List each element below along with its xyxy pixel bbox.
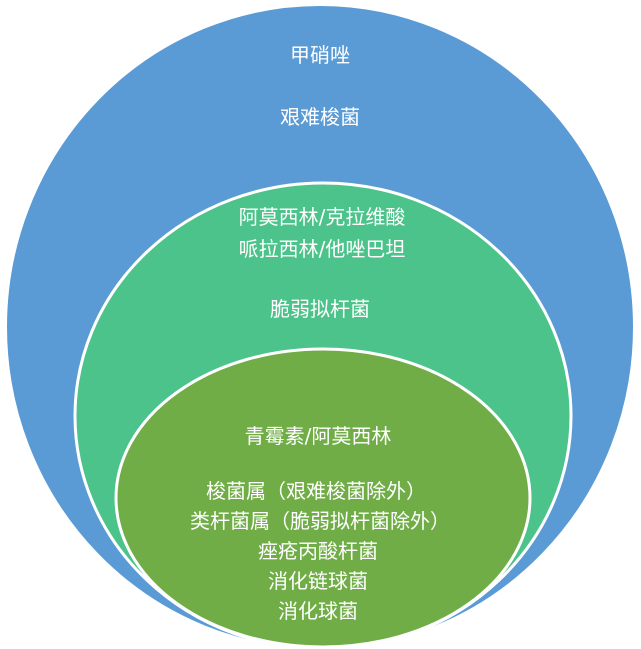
inner-organism-label: 梭菌属（艰难梭菌除外） <box>206 479 426 503</box>
inner-drug-label: 青霉素/阿莫西林 <box>245 424 392 448</box>
outer-drug-label: 甲硝唑 <box>290 43 350 67</box>
middle-drug-label: 哌拉西林/他唑巴坦 <box>239 237 406 261</box>
inner-organism-label: 类杆菌属（脆弱拟杆菌除外） <box>190 509 450 533</box>
outer-organism-label: 艰难梭菌 <box>280 105 360 129</box>
middle-drug-label: 阿莫西林/克拉维酸 <box>239 205 406 229</box>
inner-organism-label: 消化链球菌 <box>268 569 368 593</box>
inner-organism-label: 消化球菌 <box>278 599 358 623</box>
inner-ellipse <box>114 347 532 649</box>
middle-organism-label: 脆弱拟杆菌 <box>270 297 370 321</box>
inner-organism-label: 痤疮丙酸杆菌 <box>258 539 378 563</box>
